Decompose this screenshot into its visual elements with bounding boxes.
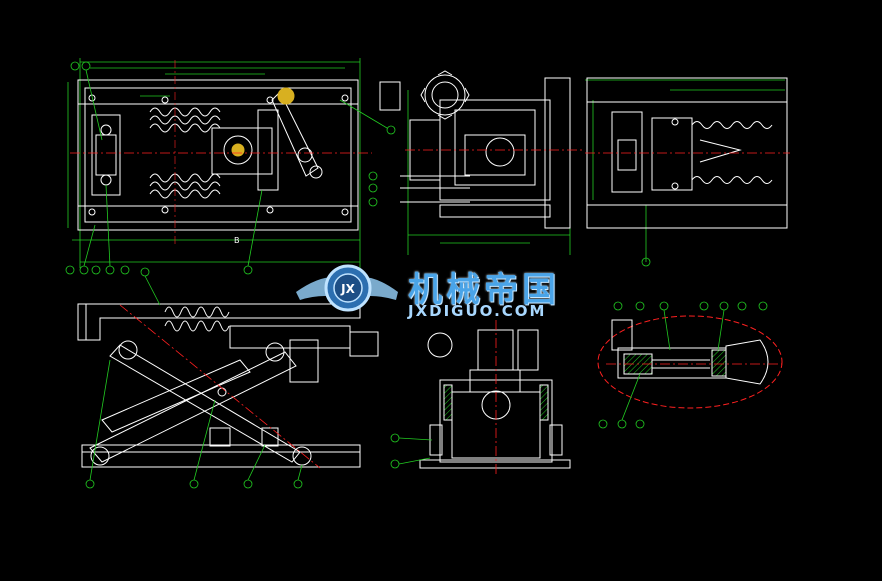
top-view: B	[67, 58, 372, 268]
rear-view	[419, 320, 571, 475]
top-view-balloons	[65, 61, 396, 275]
rear-view-balloons	[390, 433, 433, 469]
watermark-url: JXDIGUO.COM	[408, 302, 547, 320]
side-view	[379, 70, 585, 255]
detail-view	[597, 315, 783, 409]
watermark-logo-icon: JX	[296, 264, 398, 312]
front-view-balloons	[85, 267, 303, 489]
watermark-brand: 机械帝国	[408, 270, 560, 310]
right-view	[585, 77, 790, 262]
watermark-logo-letters: JX	[340, 282, 355, 296]
top-view-dimensions	[67, 58, 361, 268]
front-view	[77, 303, 379, 469]
side-view-balloons	[368, 171, 378, 207]
right-view-balloons	[641, 257, 651, 267]
detail-view-balloons	[598, 301, 768, 429]
top-view-letter: B	[234, 236, 240, 245]
top-view-holes	[88, 94, 349, 216]
top-view-springs	[149, 107, 221, 199]
